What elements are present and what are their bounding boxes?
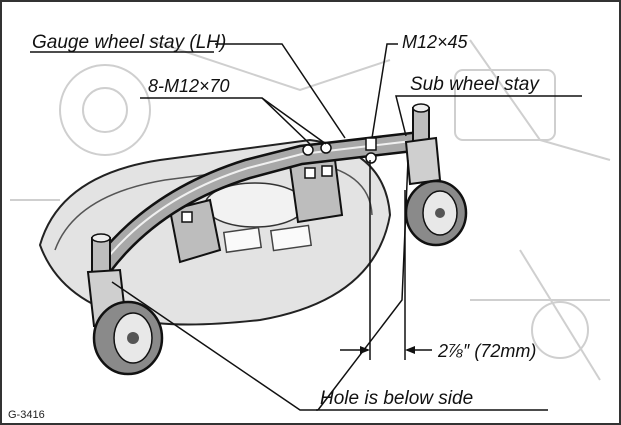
label-sub-wheel-stay: Sub wheel stay bbox=[410, 74, 540, 95]
background-machine-sketch bbox=[10, 39, 611, 381]
leader-hole-right bbox=[317, 159, 409, 411]
figure-code: G-3416 bbox=[8, 409, 45, 421]
sub-wheel-stay-post bbox=[404, 103, 442, 186]
mounting-bracket-left bbox=[168, 198, 222, 264]
leader-8-m12x70 bbox=[140, 97, 313, 147]
label-8-m12x70: 8-M12×70 bbox=[148, 76, 230, 96]
bolt-m12x45 bbox=[365, 137, 377, 164]
leader-lines bbox=[111, 43, 409, 411]
leader-sub-wheel-stay bbox=[395, 95, 407, 137]
bolt-group-8-m12x70 bbox=[302, 142, 332, 156]
label-dimension-72mm: 2⅞″ (72mm) bbox=[437, 341, 536, 361]
leader-gauge-wheel-stay bbox=[215, 43, 346, 139]
mounting-bracket-right bbox=[288, 158, 344, 224]
dimension-72mm bbox=[340, 160, 432, 360]
gauge-wheel-left bbox=[92, 300, 164, 376]
label-m12x45: M12×45 bbox=[402, 32, 469, 52]
gauge-wheel-right bbox=[404, 179, 468, 247]
leader-hole-left bbox=[111, 281, 318, 411]
label-hole-below-side: Hole is below side bbox=[320, 388, 473, 409]
leader-m12x45 bbox=[371, 43, 398, 139]
label-gauge-wheel-stay: Gauge wheel stay (LH) bbox=[32, 32, 226, 53]
leader-8-m12x70-secondary bbox=[261, 97, 327, 145]
